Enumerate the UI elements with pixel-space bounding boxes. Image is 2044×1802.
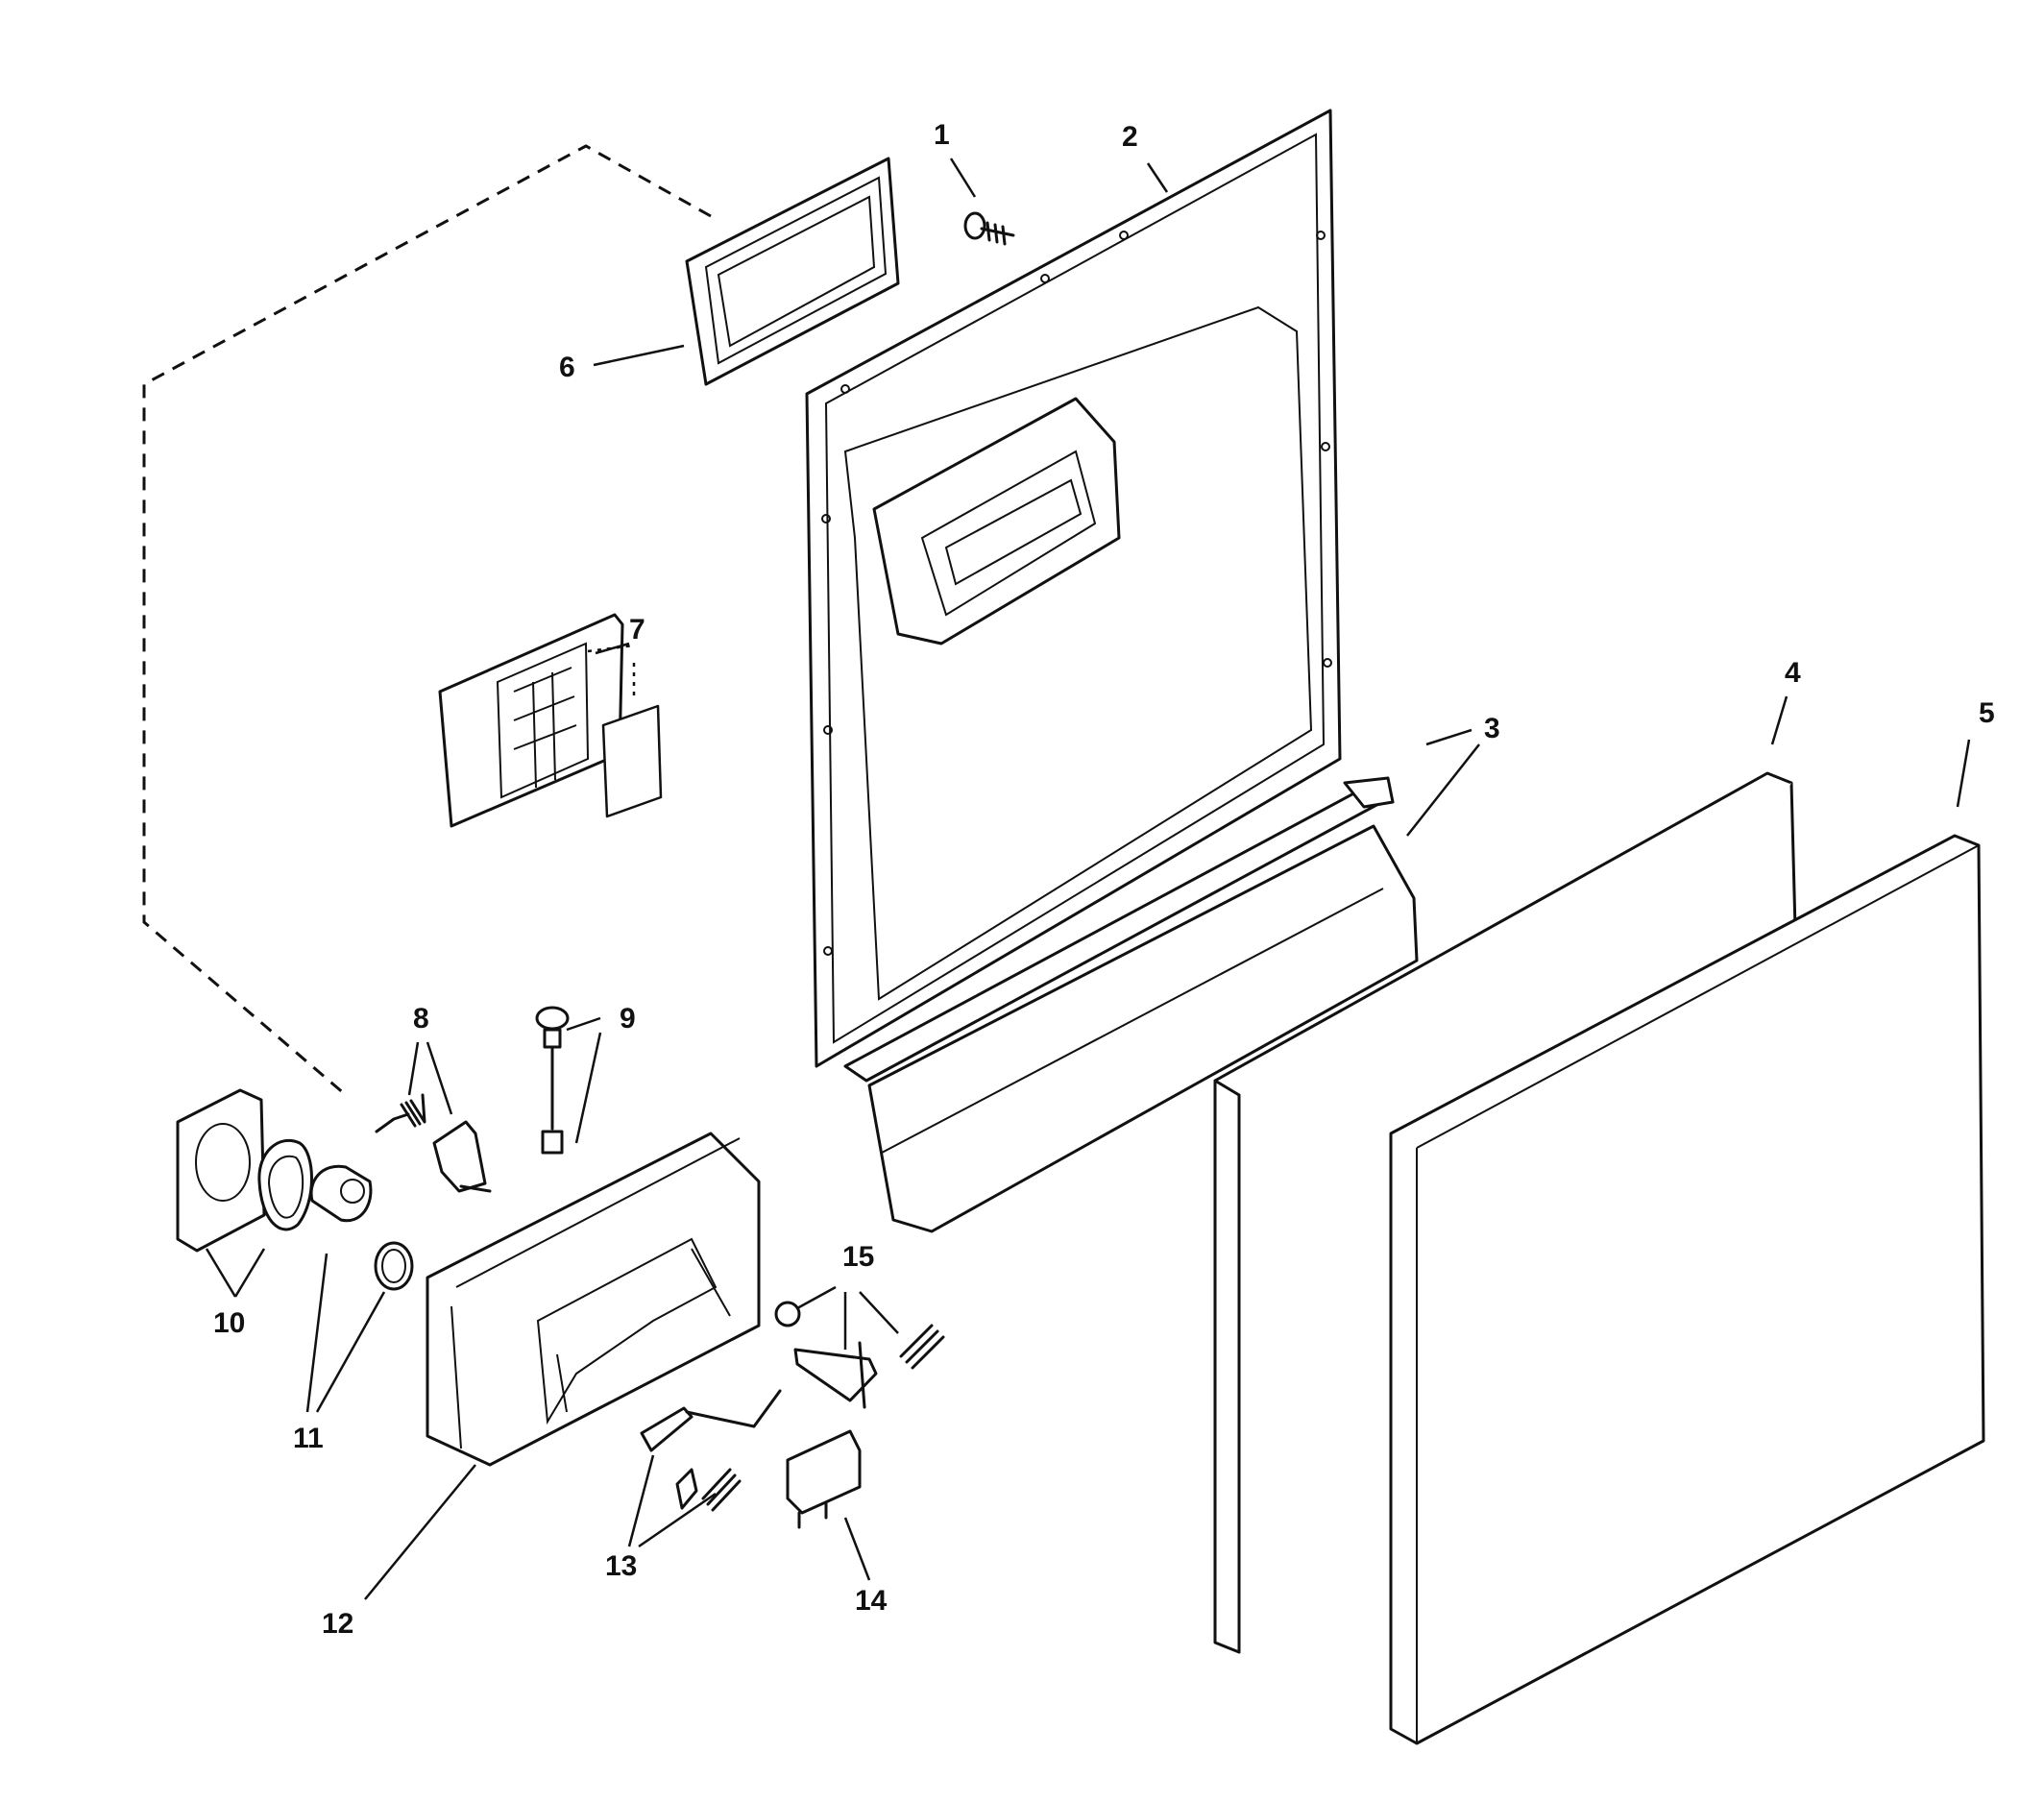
callout-9: 9 xyxy=(620,1003,636,1035)
part-2-inner-door-liner xyxy=(805,109,1342,1068)
callout-3: 3 xyxy=(1484,713,1500,744)
part-6-window-gasket xyxy=(685,157,900,386)
part-14-microswitch xyxy=(786,1429,862,1529)
callout-10: 10 xyxy=(213,1307,245,1339)
callout-6: 6 xyxy=(559,352,575,383)
part-13-latch-parts xyxy=(640,1389,782,1512)
callout-14: 14 xyxy=(855,1585,888,1617)
callout-13: 13 xyxy=(605,1550,637,1582)
leader-lines xyxy=(205,158,1971,1600)
callout-labels: 1 2 3 4 5 6 7 8 9 10 11 12 13 14 15 xyxy=(213,119,1995,1640)
assembly-boundary-dashed xyxy=(142,144,712,1097)
callout-12: 12 xyxy=(322,1608,353,1640)
callout-8: 8 xyxy=(413,1003,429,1035)
callout-15: 15 xyxy=(842,1241,874,1273)
part-15-lever-ring-spring xyxy=(774,1301,945,1409)
part-1-screw xyxy=(963,211,1015,246)
part-9-pin xyxy=(535,1006,570,1155)
part-8-spring-lever xyxy=(375,1093,492,1193)
callout-4: 4 xyxy=(1785,657,1801,689)
callout-11: 11 xyxy=(293,1423,324,1454)
callout-7: 7 xyxy=(629,614,645,645)
part-5-door-panel xyxy=(1389,834,1985,1745)
part-11-seal-rings xyxy=(309,1164,414,1291)
callout-5: 5 xyxy=(1979,697,1995,729)
part-3-hinge-bracket xyxy=(843,776,1419,1233)
part-12-dispenser-body xyxy=(426,1132,761,1467)
part-10-knob-housing xyxy=(176,1088,313,1253)
part-7-dispenser-cover xyxy=(438,613,663,828)
callout-1: 1 xyxy=(934,119,950,151)
callout-2: 2 xyxy=(1122,121,1138,153)
